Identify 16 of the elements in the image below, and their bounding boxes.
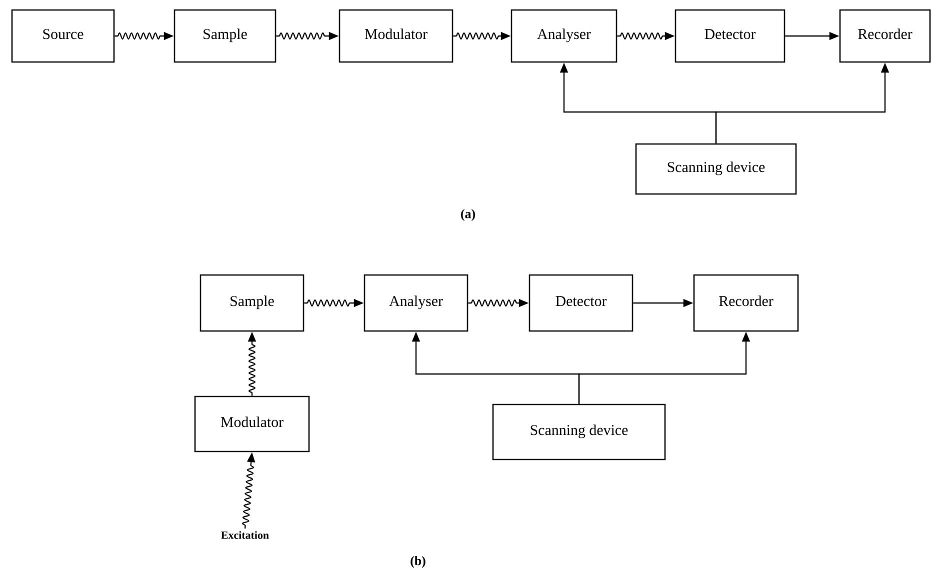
process-box: Recorder <box>839 9 931 63</box>
process-box: Analyser <box>364 274 468 332</box>
input-label: Excitation <box>221 531 269 539</box>
process-box: Sample <box>200 274 304 332</box>
process-box: Scanning device <box>635 143 797 195</box>
process-box: Source <box>11 9 115 63</box>
process-box: Detector <box>674 9 786 63</box>
process-box: Modulator <box>194 396 310 452</box>
process-box: Sample <box>174 9 276 63</box>
process-box: Detector <box>528 274 634 332</box>
process-box: Modulator <box>338 9 454 63</box>
panel-label: (a) <box>461 209 475 221</box>
process-box: Analyser <box>510 9 618 63</box>
panel-label: (b) <box>410 556 426 568</box>
process-box: Scanning device <box>492 404 666 460</box>
process-box: Recorder <box>693 274 799 332</box>
